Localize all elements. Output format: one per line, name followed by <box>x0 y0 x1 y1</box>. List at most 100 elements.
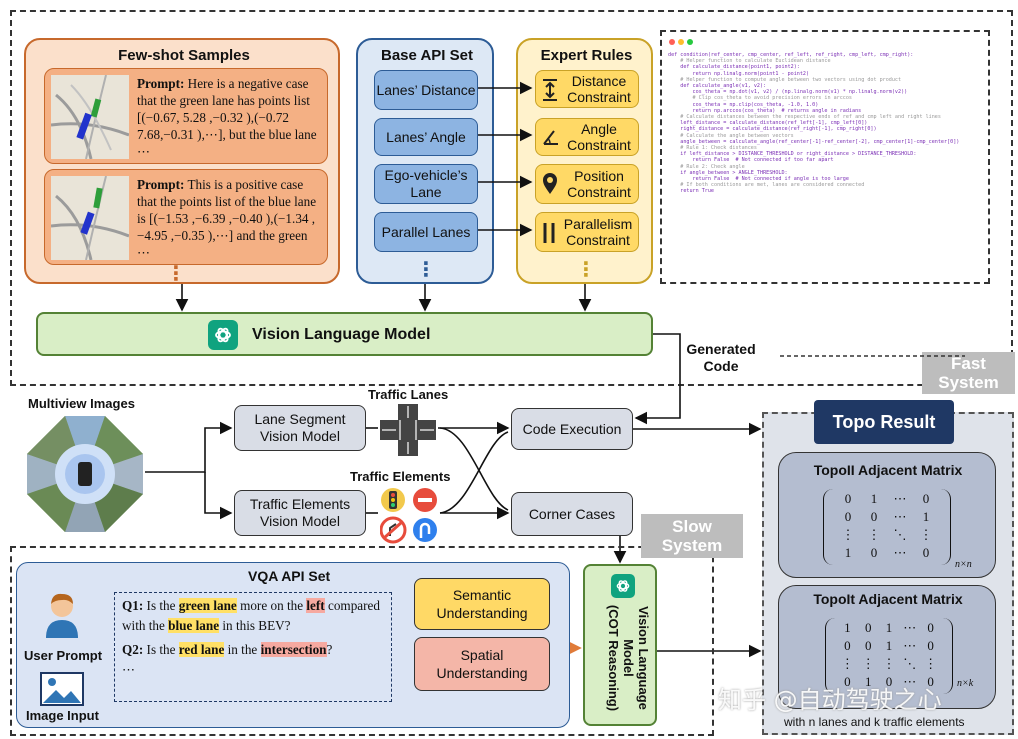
expert-rules-ellipsis: ⋮ <box>576 258 596 281</box>
angle-icon <box>543 130 558 145</box>
bev-map-thumbnail <box>51 176 129 260</box>
matrix-cell: 0 <box>922 491 930 506</box>
matrix-cell: 1 <box>885 638 893 653</box>
multiview-label: Multiview Images <box>28 396 135 411</box>
traffic-lanes-label: Traffic Lanes <box>368 387 449 402</box>
matrix-cell: 0 <box>927 638 934 653</box>
sample-1-text: Prompt: Here is a negative case that the… <box>137 75 323 160</box>
question-more: ⋯ <box>122 662 136 677</box>
few-shot-ellipsis: ⋮ <box>166 262 186 285</box>
code-line: return False # Not connected if too far … <box>668 157 834 164</box>
code-line: if angle_between > ANGLE_THRESHOLD: <box>668 169 788 176</box>
matrix-cell: ⋯ <box>893 509 907 524</box>
rule-angle-label: Angle Constraint <box>567 121 631 153</box>
code-block: def condition(ref_center, cmp_center, re… <box>668 52 988 195</box>
code-line: # Rule 1: Check distances <box>668 145 757 152</box>
topo-lt-size: n×k <box>957 678 974 689</box>
sample-1-prompt-label: Prompt: <box>137 76 185 91</box>
vlm-vertical-label: Vision Language Model <box>621 606 651 710</box>
matrix-cell: 0 <box>927 674 934 689</box>
few-shot-panel: Few-shot Samples Prompt: Here is a negat… <box>24 38 340 285</box>
matrix-cell: 0 <box>864 620 872 635</box>
matrix-cell: 1 <box>885 620 893 635</box>
q1-left: left <box>306 598 325 613</box>
fast-system-region <box>10 10 1013 386</box>
user-prompt-label: User Prompt <box>24 648 103 663</box>
matrix-cell: ⋮ <box>882 656 896 671</box>
matrix-cell: 0 <box>864 638 872 653</box>
base-api-panel: Base API Set Lanes’ Distance Lanes’ Angl… <box>356 38 494 284</box>
base-api-title: Base API Set <box>381 46 473 64</box>
rule-parallelism-label: Parallelism Constraint <box>563 216 633 248</box>
matrix-cell: 1 <box>844 545 852 560</box>
matrix-cell: 0 <box>870 545 878 560</box>
code-line: # Clip cos_theta to avoid precision erro… <box>668 95 853 102</box>
traffic-signs-icon <box>380 488 437 544</box>
vlm-vertical-text: Vision Language Model (COT Reasoning) <box>591 598 651 718</box>
matrix-bracket-left <box>823 489 833 565</box>
sample-1-body: Here is a negative case that the green l… <box>137 76 317 159</box>
api-lanes-angle: Lanes’ Angle <box>374 118 478 156</box>
sample-card-2: Prompt: This is a positive case that the… <box>44 169 328 265</box>
topo-footer: with n lanes and k traffic elements <box>784 715 965 729</box>
code-line: # Helper function to calculate Euclidean… <box>668 58 831 65</box>
code-line: return np.linalg.norm(point1 - point2) <box>668 70 810 77</box>
openai-logo-icon <box>611 574 635 598</box>
question-2: Q2: Is the red lane in the intersection? <box>122 640 386 660</box>
matrix-cell: ⋱ <box>893 527 907 542</box>
api-ego-lane: Ego-vehicle’s Lane <box>374 164 478 204</box>
q1-label: Q1: <box>122 598 144 613</box>
q2-red-lane: red lane <box>178 642 225 657</box>
code-line: left_distance = calculate_distance(ref_l… <box>668 120 868 127</box>
matrix-cell: ⋯ <box>893 491 907 506</box>
matrix-cell: 1 <box>922 509 930 524</box>
sample-card-1: Prompt: Here is a negative case that the… <box>44 68 328 164</box>
matrix-bracket-right <box>943 618 953 694</box>
code-line: # Calculate distances between the respec… <box>668 114 941 121</box>
q1-blue-lane: blue lane <box>168 618 220 633</box>
code-line: def condition(ref_center, cmp_center, re… <box>668 52 914 58</box>
vlm-vertical: Vision Language Model (COT Reasoning) <box>583 564 657 726</box>
user-avatar-icon <box>46 593 78 638</box>
rule-position: Position Constraint <box>535 164 639 204</box>
fast-system-tag: Fast System <box>922 352 1015 394</box>
matrix-cell: 1 <box>844 620 851 635</box>
topo-lt-title: TopoIt Adjacent Matrix <box>813 591 963 607</box>
rule-angle: Angle Constraint <box>535 118 639 156</box>
code-line: # If both conditions are met, lanes are … <box>668 182 865 189</box>
code-line: # Rule 2: Check angle <box>668 163 745 170</box>
sample-2-text: Prompt: This is a positive case that the… <box>137 176 323 261</box>
vlm-bar: Vision Language Model <box>36 312 653 356</box>
matrix-cell: 0 <box>844 674 851 689</box>
matrix-cell: ⋯ <box>893 545 907 560</box>
api-parallel-lanes: Parallel Lanes <box>374 212 478 252</box>
code-execution-box: Code Execution <box>511 408 633 450</box>
matrix-cell: ⋱ <box>903 656 917 671</box>
q1-text-a: Is the <box>146 598 176 613</box>
spatial-understanding-box: Spatial Understanding <box>414 637 550 691</box>
rule-distance: Distance Constraint <box>535 70 639 108</box>
road-intersection-icon <box>380 404 436 456</box>
q1-text-c: compared with the <box>122 598 380 633</box>
bev-map-thumbnail <box>51 75 129 159</box>
location-pin-icon <box>543 173 557 194</box>
lane-segment-model: Lane Segment Vision Model <box>234 405 366 451</box>
rule-distance-label: Distance Constraint <box>567 73 631 105</box>
q1-green-lane: green lane <box>178 598 237 613</box>
api-lanes-distance: Lanes’ Distance <box>374 70 478 110</box>
code-line: cos_theta = np.clip(cos_theta, -1.0, 1.0… <box>668 101 819 108</box>
matrix-cell: 1 <box>864 674 872 689</box>
vlm-bar-label: Vision Language Model <box>252 326 431 343</box>
window-dots-icon <box>669 39 693 45</box>
matrix-cell: ⋮ <box>919 527 933 542</box>
matrix-cell: ⋮ <box>840 656 854 671</box>
matrix-cell: 0 <box>885 674 893 689</box>
matrix-cell: 0 <box>844 491 852 506</box>
topo-ll-title: TopoII Adjacent Matrix <box>813 462 963 478</box>
matrix-bracket-right <box>941 489 951 565</box>
code-line: # Helper function to compute angle betwe… <box>668 76 902 83</box>
code-line: angle_between = calculate_angle(ref_cent… <box>668 138 960 145</box>
